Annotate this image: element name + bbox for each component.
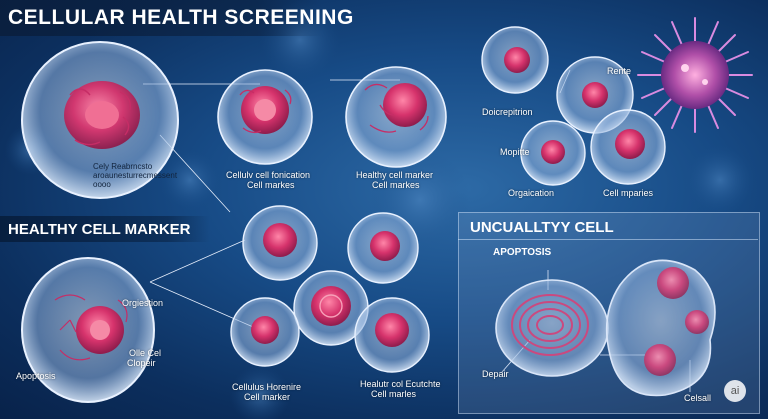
page-title: CELLULAR HEALTH SCREENING	[8, 6, 354, 29]
large-cell-bottom-left	[21, 257, 155, 403]
label-apoptosis-left: Apoptosis	[16, 371, 56, 381]
label-depair: Depair	[482, 369, 509, 379]
label-orgaication-top: Orgaication	[508, 188, 555, 198]
cell-healthy-marker	[345, 66, 447, 168]
label-doicrepitrion: Doicrepitrion	[482, 107, 533, 117]
cell-mid-3	[293, 270, 369, 346]
label-mopitte: Mopitte	[500, 147, 530, 157]
unhealthy-panel-divider	[458, 239, 758, 240]
title-bar	[0, 0, 322, 36]
unhealthy-panel	[458, 212, 760, 414]
unhealthy-section-title: UNCUALLTYY CELL	[470, 219, 614, 236]
healthy-section-title: HEALTHY CELL MARKER	[8, 221, 191, 238]
label-healutr-2: Cell marles	[371, 389, 417, 399]
unhealthy-cell-striated	[495, 279, 609, 377]
label-cellulus-2: Cell marker	[244, 392, 291, 402]
unhealthy-cell-lobed	[605, 259, 716, 397]
virus-particle	[637, 17, 753, 133]
cell-mid-1	[242, 205, 318, 281]
note-line-1: Cely Reabrncsto	[93, 162, 153, 171]
cell-cellulv	[217, 69, 313, 165]
small-cell-3	[520, 120, 586, 186]
note-line-2: aroaunesturrecmessent	[93, 171, 178, 180]
label-olle-cel: Olle Cel	[129, 348, 162, 358]
label-cellulv-1: Cellulv cell fonication	[226, 170, 311, 180]
label-cell-mparies: Cell mparies	[603, 188, 654, 198]
label-healthy-2: Cell markes	[372, 180, 420, 190]
healthy-section-bar	[0, 216, 210, 242]
label-orgiestion: Orgiestion	[122, 298, 164, 308]
cell-mid-2	[347, 212, 419, 284]
label-panel-apoptosis: APOPTOSIS	[493, 247, 552, 258]
label-clopeir: Clopeir	[127, 358, 156, 368]
label-cellulv-2: Cell markes	[247, 180, 295, 190]
small-cell-1	[481, 26, 549, 94]
label-healthy-1: Healthy cell marker	[356, 170, 434, 180]
watermark-badge: ai	[724, 380, 746, 402]
small-cell-4	[590, 109, 666, 185]
label-rente: Rente	[607, 66, 632, 76]
label-celsall: Celsall	[684, 393, 712, 403]
cell-mid-4	[230, 297, 300, 367]
cell-mid-5	[354, 297, 430, 373]
label-cellulus-1: Cellulus Horenire	[232, 382, 302, 392]
note-line-3: oooo	[93, 180, 111, 189]
background-blobs	[5, 0, 755, 419]
large-cell-top-left	[21, 41, 179, 199]
label-healutr-1: Healutr col Ecutchte	[360, 379, 441, 389]
